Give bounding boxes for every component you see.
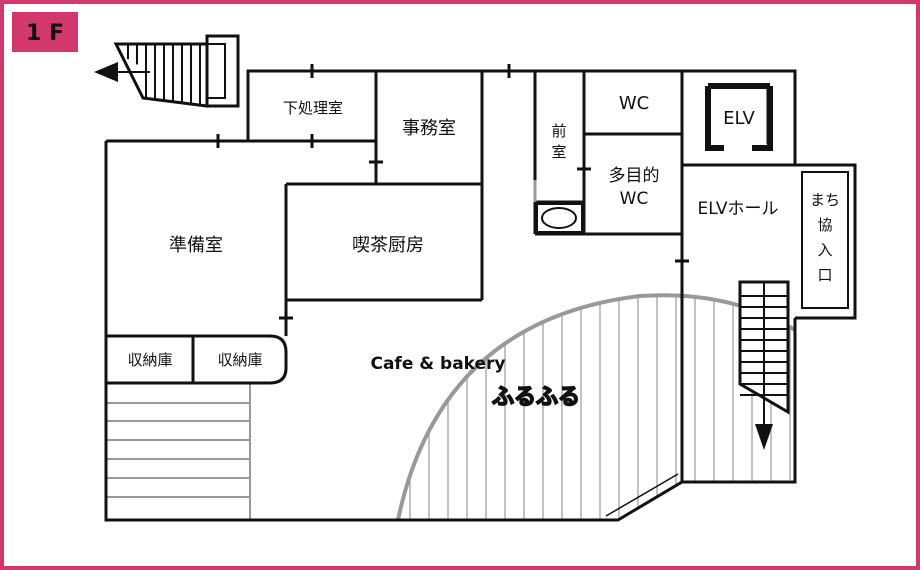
room-label-machi-3: 入 (817, 241, 832, 259)
floor-label: 1 F (26, 21, 64, 46)
room-label-jimushitsu: 事務室 (402, 118, 456, 139)
door-marks (216, 64, 689, 320)
room-label-zenshitsu-2: 室 (551, 143, 566, 161)
room-label-tamokuteki-2: WC (620, 189, 649, 209)
room-label-tamokuteki-1: 多目的 (609, 166, 660, 186)
cafe-name: Cafe & bakery (370, 354, 505, 374)
entrance-threshold (605, 473, 679, 517)
steps-area (106, 383, 251, 520)
machi-entrance (795, 163, 857, 320)
room-label-shuno-1: 収納庫 (127, 351, 172, 369)
room-label-machi-1: まち (810, 191, 840, 209)
arrow-left-icon (94, 62, 150, 82)
room-label-kissa: 喫茶厨房 (352, 235, 424, 256)
room-label-elv: ELV (723, 108, 755, 129)
room-label-machi-4: 口 (817, 266, 832, 284)
room-label-shitashori: 下処理室 (283, 99, 343, 117)
cafe-curved-area (396, 293, 797, 521)
floor-badge (12, 12, 78, 52)
staircase-icon (113, 34, 240, 108)
room-label-junbi: 準備室 (169, 235, 223, 256)
room-label-elv-hall: ELVホール (698, 199, 779, 219)
arrow-down-icon (755, 282, 773, 450)
room-label-machi-2: 協 (817, 216, 832, 234)
room-label-shuno-2: 収納庫 (217, 351, 262, 369)
walls (104, 69, 855, 522)
room-label-wc: WC (619, 93, 649, 114)
cafe-sub-name: ふるふる (492, 385, 580, 410)
elevator-shaft (705, 83, 773, 151)
room-label-zenshitsu-1: 前 (551, 122, 566, 140)
toilet-icon (536, 203, 583, 233)
